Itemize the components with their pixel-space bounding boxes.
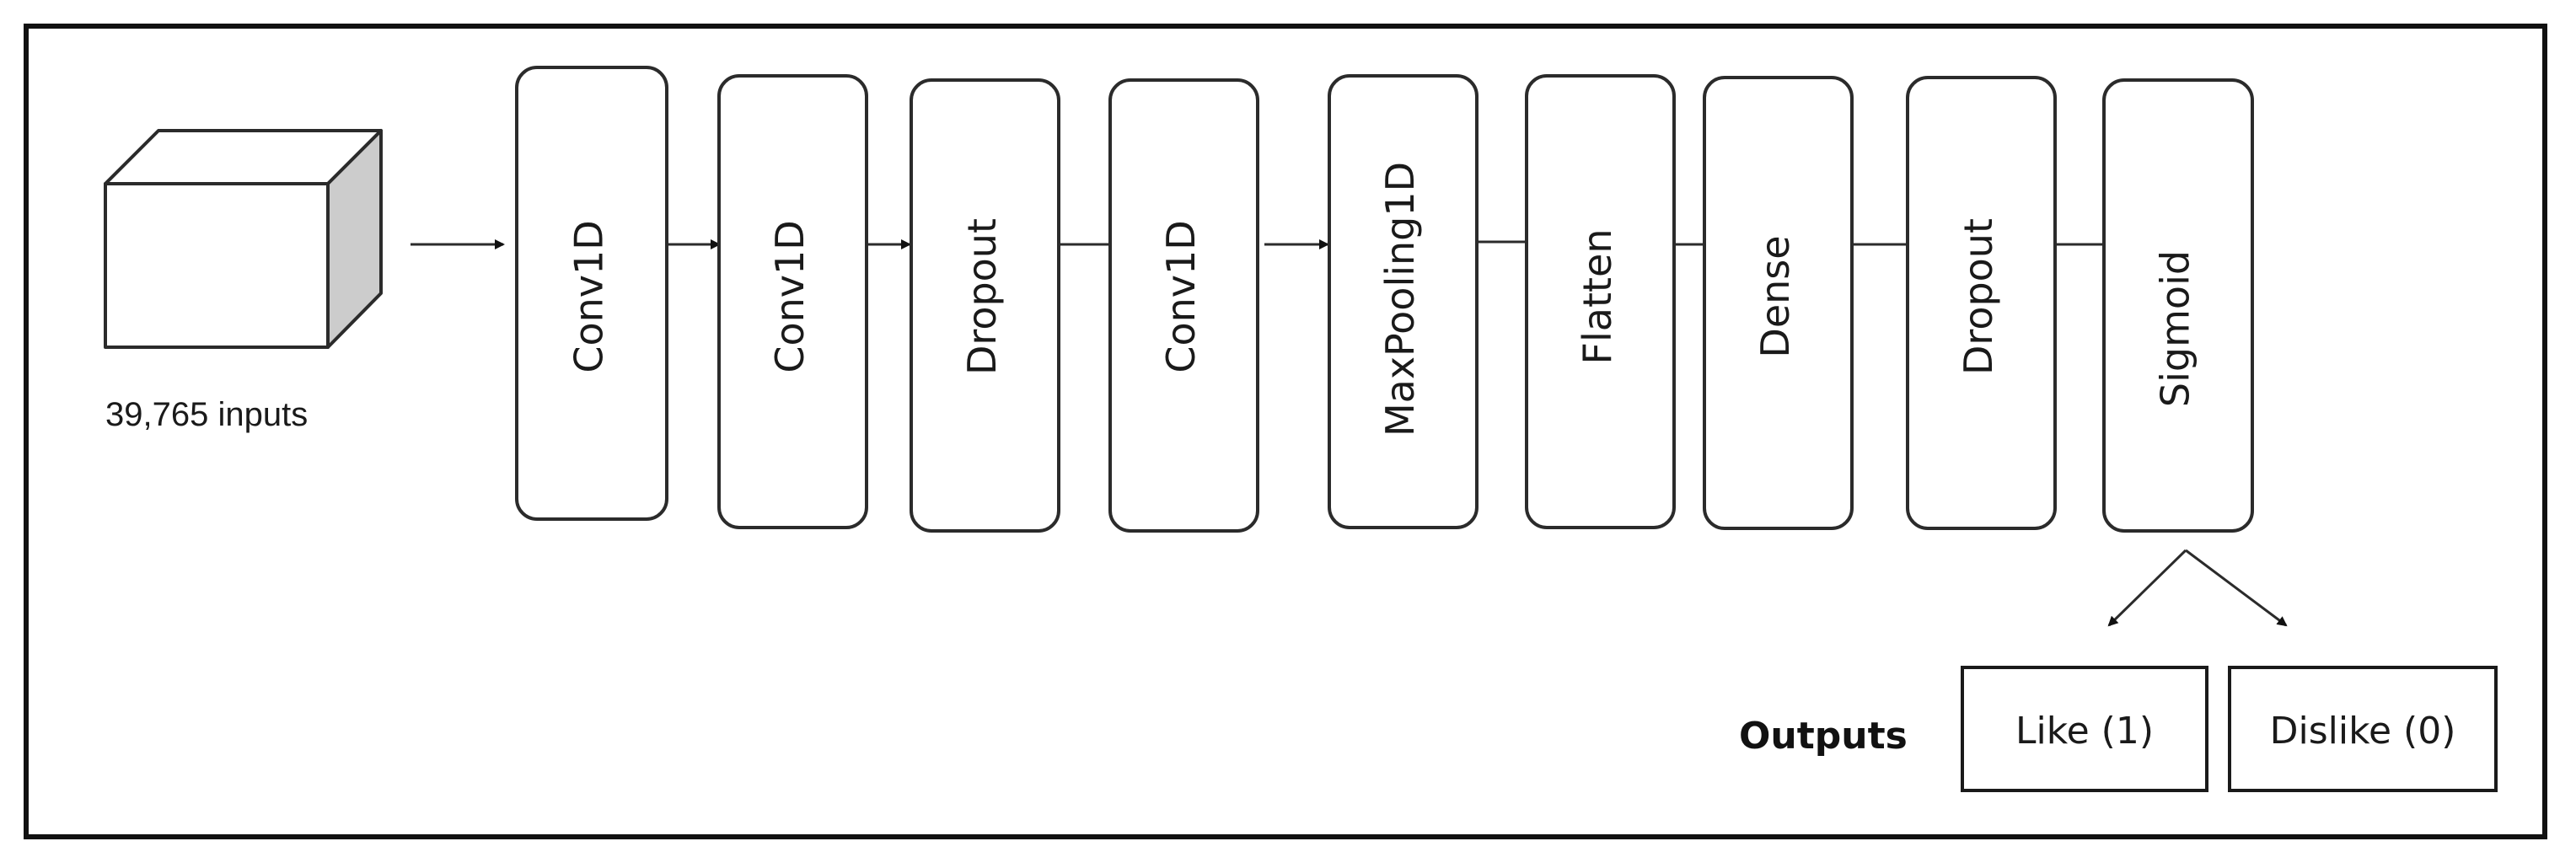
layer-box bbox=[910, 78, 1060, 533]
input-cube bbox=[104, 129, 383, 349]
layer-label: Conv1D bbox=[566, 220, 612, 372]
layer-label: Dense bbox=[1752, 235, 1798, 357]
layer-8-dropout: Dropout bbox=[1906, 76, 2057, 530]
layer-label: MaxPooling1D bbox=[1377, 162, 1423, 437]
layer-label: Dropout bbox=[1956, 218, 2001, 375]
input-caption: 39,765 inputs bbox=[105, 396, 308, 433]
diagram-frame bbox=[24, 24, 2547, 839]
layer-1-conv1d: Conv1D bbox=[515, 66, 668, 521]
layer-box bbox=[2102, 78, 2254, 533]
output-dislike: Dislike (0) bbox=[2228, 666, 2498, 792]
output-like-box bbox=[1961, 666, 2208, 792]
output-like: Like (1) bbox=[1961, 666, 2208, 792]
layer-box bbox=[515, 66, 668, 521]
arrow-to-dislike bbox=[2185, 549, 2288, 627]
layer-box bbox=[1328, 74, 1479, 529]
output-branch-arrows bbox=[2107, 549, 2288, 627]
layer-stack: Conv1D Conv1D Dropout Conv1D MaxPooling1D Fla… bbox=[515, 66, 2254, 533]
arrow-to-like bbox=[2107, 549, 2187, 627]
output-like-label: Like (1) bbox=[2015, 710, 2154, 753]
layer-label: Conv1D bbox=[1158, 220, 1204, 372]
outputs-title: Outputs bbox=[1739, 715, 1908, 758]
output-dislike-box bbox=[2228, 666, 2498, 792]
layer-3-dropout: Dropout bbox=[910, 78, 1060, 533]
layer-9-sigmoid: Sigmoid bbox=[2102, 78, 2254, 533]
layer-5-maxpooling1d: MaxPooling1D bbox=[1328, 74, 1479, 529]
layer-box bbox=[1525, 74, 1676, 529]
layer-box bbox=[1906, 76, 2057, 530]
layer-label: Dropout bbox=[959, 218, 1005, 375]
layer-4-conv1d: Conv1D bbox=[1108, 78, 1259, 533]
layer-6-flatten: Flatten bbox=[1525, 74, 1676, 529]
output-dislike-label: Dislike (0) bbox=[2270, 710, 2456, 753]
layer-box bbox=[717, 74, 868, 529]
layer-label: Sigmoid bbox=[2153, 250, 2198, 407]
layer-box bbox=[1108, 78, 1259, 533]
layer-label: Flatten bbox=[1575, 229, 1620, 365]
cube-front-face bbox=[104, 182, 330, 349]
layer-2-conv1d: Conv1D bbox=[717, 74, 868, 529]
layer-7-dense: Dense bbox=[1703, 76, 1854, 530]
layer-label: Conv1D bbox=[767, 220, 813, 372]
layer-box bbox=[1703, 76, 1854, 530]
